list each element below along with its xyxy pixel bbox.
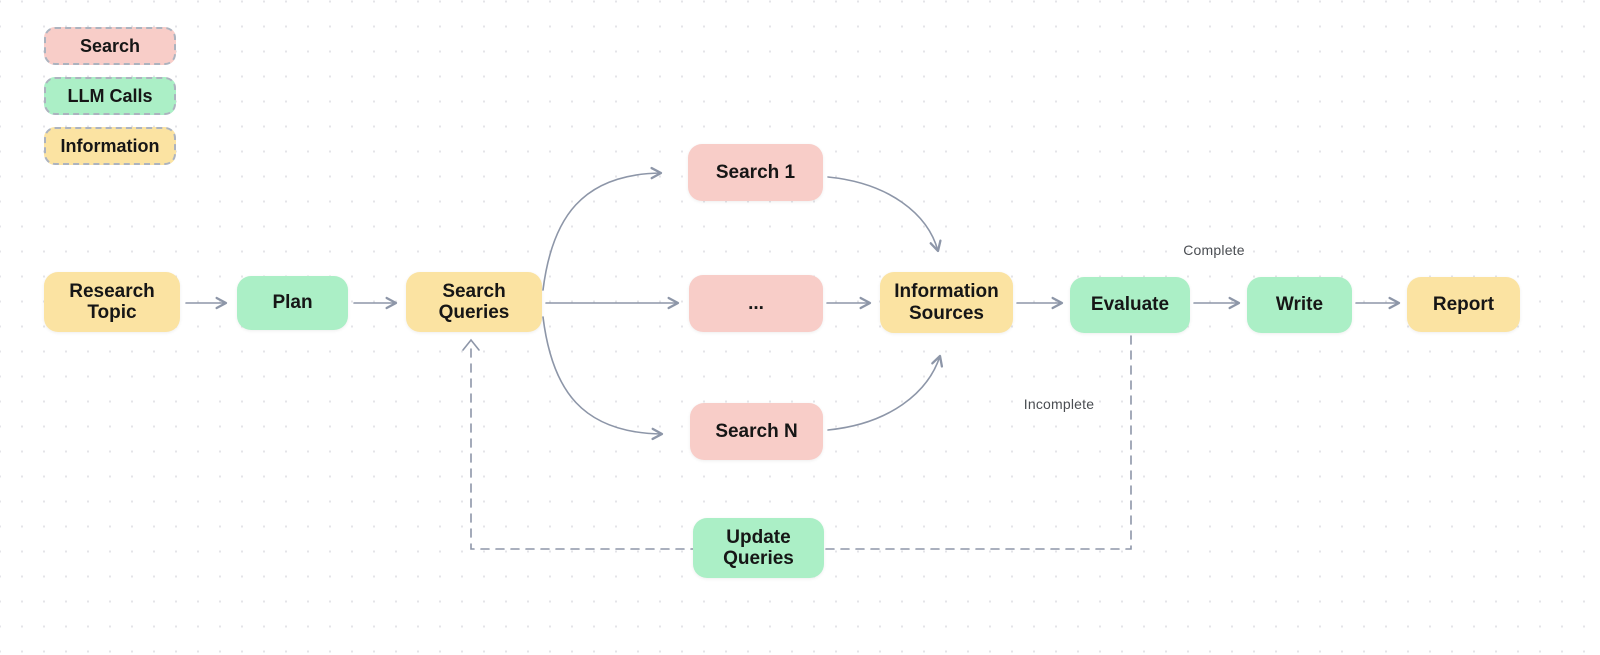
edge-searchN-to-sources bbox=[827, 354, 944, 431]
edge-label-complete: Complete bbox=[1183, 242, 1245, 258]
edge-queries-to-search1 bbox=[542, 166, 663, 291]
node-search-n[interactable]: Search N bbox=[690, 403, 823, 460]
legend-item-search[interactable]: Search bbox=[44, 27, 176, 65]
node-evaluate[interactable]: Evaluate bbox=[1070, 277, 1190, 333]
node-plan[interactable]: Plan bbox=[237, 276, 348, 330]
node-update-queries[interactable]: Update Queries bbox=[693, 518, 824, 578]
node-search-ellipsis[interactable]: ... bbox=[689, 275, 823, 332]
edge-label-incomplete: Incomplete bbox=[1023, 396, 1095, 412]
node-research-topic[interactable]: Research Topic bbox=[44, 272, 180, 332]
node-report[interactable]: Report bbox=[1407, 277, 1520, 332]
node-search-1[interactable]: Search 1 bbox=[688, 144, 823, 201]
legend-item-information[interactable]: Information bbox=[44, 127, 176, 165]
node-information-sources[interactable]: Information Sources bbox=[880, 272, 1013, 333]
edge-queries-to-searchN bbox=[542, 316, 664, 441]
node-search-queries[interactable]: Search Queries bbox=[406, 272, 542, 332]
node-write[interactable]: Write bbox=[1247, 277, 1352, 333]
legend-item-llm-calls[interactable]: LLM Calls bbox=[44, 77, 176, 115]
edge-update-queries-arrowhead bbox=[462, 338, 480, 351]
edge-search1-to-sources bbox=[827, 176, 942, 253]
